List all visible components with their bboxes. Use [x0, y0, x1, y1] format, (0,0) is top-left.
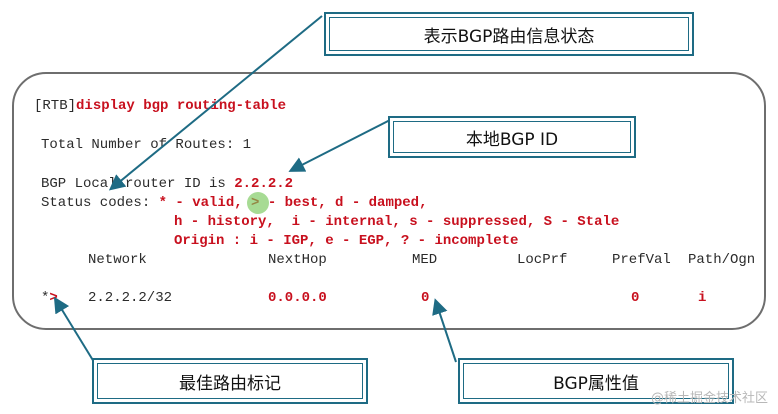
- header-locprf: LocPrf: [517, 252, 568, 268]
- status-codes-line3: Origin : i - IGP, e - EGP, ? - incomplet…: [174, 233, 519, 249]
- header-med: MED: [412, 252, 438, 268]
- terminal-frame: [12, 72, 766, 330]
- callout-best-route: 最佳路由标记: [92, 358, 368, 404]
- route-prefval: 0: [631, 290, 640, 306]
- callout-route-status: 表示BGP路由信息状态: [324, 12, 694, 56]
- callout-local-bgp-id: 本地BGP ID: [388, 116, 636, 158]
- route-network: 2.2.2.2/32: [88, 290, 173, 306]
- command-text: display bgp routing-table: [76, 98, 287, 114]
- status-codes-line2: h - history, i - internal, s - suppresse…: [174, 214, 620, 230]
- router-id-value: 2.2.2.2: [234, 176, 294, 192]
- cursor-highlight: [247, 192, 269, 214]
- header-prefval: PrefVal: [612, 252, 671, 268]
- header-network: Network: [88, 252, 147, 268]
- arrow-attribute-value: [432, 298, 457, 363]
- prompt: [RTB]: [34, 98, 77, 114]
- flag-valid: *: [41, 290, 50, 306]
- route-nexthop: 0.0.0.0: [268, 290, 327, 306]
- arrow-local-bgp-id: [288, 119, 391, 172]
- route-med: 0: [421, 290, 430, 306]
- status-codes-line: Status codes: * - valid, > - best, d - d…: [41, 195, 427, 211]
- watermark: @稀土掘金技术社区: [650, 391, 768, 406]
- status-codes-label: Status codes:: [41, 195, 159, 211]
- header-nexthop: NextHop: [268, 252, 327, 268]
- arrow-best-route: [53, 296, 95, 363]
- callout-attribute-value: BGP属性值: [458, 358, 734, 404]
- arrow-route-status: [108, 15, 323, 191]
- header-path-ogn: Path/Ogn: [688, 252, 756, 268]
- route-path-ogn: i: [698, 290, 707, 306]
- router-id-label: BGP Local router ID is: [41, 176, 235, 192]
- router-id-line: BGP Local router ID is 2.2.2.2: [41, 176, 293, 192]
- flag-best: >: [49, 290, 58, 306]
- command-line: [RTB]display bgp routing-table: [34, 98, 286, 114]
- status-codes-line1: * - valid, > - best, d - damped,: [158, 195, 428, 211]
- total-routes-line: Total Number of Routes: 1: [41, 137, 252, 153]
- route-flags: *>: [41, 290, 58, 306]
